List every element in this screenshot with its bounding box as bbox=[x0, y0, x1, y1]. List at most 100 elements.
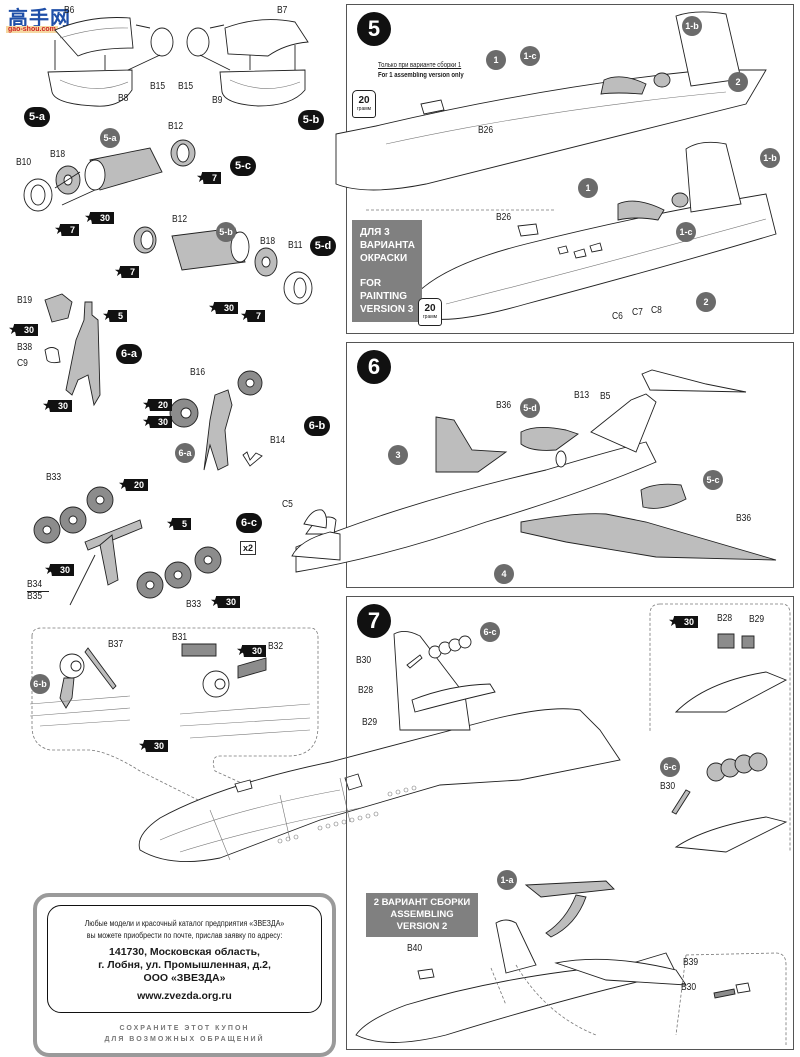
ref-badge-1: 1 bbox=[578, 178, 598, 198]
part-label-b19: B19 bbox=[17, 295, 33, 306]
hinge-c9 bbox=[44, 347, 61, 364]
note-line: ASSEMBLING VERSION 2 bbox=[390, 909, 454, 932]
watermark-title: 高手网 bbox=[8, 8, 71, 30]
fuselage-main-drawing bbox=[138, 708, 621, 862]
paint-code-badge: 7 bbox=[202, 172, 222, 184]
note-line: PAINTING bbox=[360, 291, 408, 302]
gear-door-b37 bbox=[84, 647, 117, 690]
window-c8 bbox=[589, 242, 603, 253]
paint-code-badge: 7 bbox=[120, 266, 140, 278]
door-b30-v2 bbox=[713, 988, 736, 999]
paint-code-badge: 30 bbox=[14, 324, 39, 336]
paint-code-badge: 5 bbox=[108, 310, 128, 322]
paint-code-badge: 5 bbox=[172, 518, 192, 530]
step-5-note-ru: Только при варианте сборки 1 bbox=[378, 62, 462, 69]
paint-code-badge: 30 bbox=[674, 616, 699, 628]
door-b28 bbox=[717, 633, 735, 649]
step-number-7: 7 bbox=[357, 604, 391, 638]
stabilizer-b5 bbox=[641, 369, 747, 393]
step-6-wing-assembly-drawing bbox=[295, 369, 777, 573]
door-b30 bbox=[406, 654, 423, 669]
step-number-6: 6 bbox=[357, 350, 391, 384]
ref-badge-5c: 5-c bbox=[703, 470, 723, 490]
paint-code-badge: 30 bbox=[50, 564, 75, 576]
glue-amount: 20 bbox=[358, 95, 370, 106]
paint-code-badge: 30 bbox=[148, 416, 173, 428]
step-7-panel bbox=[346, 596, 794, 1050]
apu-exhaust-1b bbox=[653, 72, 671, 88]
part-label-b12-5d: B12 bbox=[172, 214, 188, 225]
coupon-footer-1: СОХРАНИТЕ ЭТОТ КУПОН bbox=[119, 1025, 250, 1032]
engine-5c bbox=[640, 483, 687, 509]
gear-door-b19 bbox=[44, 293, 73, 323]
part-label-b26: B26 bbox=[478, 125, 494, 136]
step-7-tail-drawing bbox=[393, 631, 496, 731]
glue-jar-icon: 20 грамм bbox=[418, 298, 442, 326]
part-label-b40: B40 bbox=[407, 943, 423, 954]
paint-code-badge: 30 bbox=[216, 596, 241, 608]
nacelle-top-half-b6 bbox=[54, 17, 134, 57]
coupon-line-1: Любые модели и красочный каталог предпри… bbox=[84, 919, 285, 928]
nacelle-bottom-half-b9 bbox=[219, 69, 306, 107]
bogie-strut bbox=[99, 534, 119, 586]
ref-badge-6c: 6-c bbox=[480, 622, 500, 642]
part-label-b6: B6 bbox=[64, 5, 75, 16]
wing-3 bbox=[435, 416, 508, 473]
substep-badge-5b: 5-b bbox=[298, 110, 324, 130]
part-label-b29-inset: B29 bbox=[749, 614, 765, 625]
paint-code-badge: 30 bbox=[214, 302, 239, 314]
ref-badge-1b: 1-b bbox=[760, 148, 780, 168]
part-label-b10: B10 bbox=[16, 157, 32, 168]
door-b29 bbox=[741, 635, 755, 649]
coupon-website[interactable]: www.zvezda.org.ru bbox=[137, 990, 232, 1002]
part-label-b18-5d: B18 bbox=[260, 236, 276, 247]
watermark-subtitle: gao-shou.com bbox=[6, 26, 58, 33]
tail-cone-1c-lower bbox=[617, 200, 665, 221]
glue-unit: грамм bbox=[356, 106, 372, 112]
landing-gear-drawings bbox=[33, 293, 263, 606]
engine-nacelle-drawings bbox=[23, 17, 313, 305]
paint-code-badge: 20 bbox=[124, 479, 149, 491]
ref-badge-3: 3 bbox=[388, 445, 408, 465]
cabin-windows bbox=[277, 785, 417, 844]
part-label-b7: B7 bbox=[277, 5, 288, 16]
fraction-divider bbox=[27, 591, 49, 592]
paint-code-badge: 30 bbox=[242, 645, 267, 657]
glue-jar-icon: 20 грамм bbox=[352, 90, 376, 118]
substep-badge-6c: 6-c bbox=[236, 513, 262, 533]
paint-code-badge: 20 bbox=[148, 399, 173, 411]
coupon-footer: СОХРАНИТЕ ЭТОТ КУПОН ДЛЯ ВОЗМОЖНЫХ ОБРАЩ… bbox=[37, 1023, 332, 1045]
substep-badge-6b: 6-b bbox=[304, 416, 330, 436]
part-label-c5: C5 bbox=[282, 499, 293, 510]
cover-1a bbox=[524, 880, 615, 898]
gear-door-b32 bbox=[237, 657, 267, 679]
step-number-5: 5 bbox=[357, 12, 391, 46]
note-line: ДЛЯ 3 bbox=[360, 227, 390, 238]
part-label-b28: B28 bbox=[358, 685, 374, 696]
watermark-logo: 高手网 gao-shou.com bbox=[4, 2, 74, 36]
ref-badge-5b: 5-b bbox=[216, 222, 236, 242]
part-label-b37: B37 bbox=[108, 639, 124, 650]
part-label-c9: C9 bbox=[17, 358, 28, 369]
gear-door-b31 bbox=[181, 643, 217, 657]
ref-badge-5d: 5-d bbox=[520, 398, 540, 418]
bracket-b14 bbox=[242, 451, 263, 467]
paint-code-badge: 7 bbox=[60, 224, 80, 236]
part-label-b8: B8 bbox=[118, 93, 129, 104]
mail-order-coupon: Любые модели и красочный каталог предпри… bbox=[33, 893, 336, 1057]
part-label-b38: B38 bbox=[17, 342, 33, 353]
engine-5d bbox=[520, 427, 579, 451]
note-line: VERSION 3 bbox=[360, 304, 414, 315]
part-label-b15-b: B15 bbox=[178, 81, 194, 92]
hatch-b40 bbox=[417, 968, 435, 980]
part-label-b32: B32 bbox=[268, 641, 284, 652]
substep-badge-5c: 5-c bbox=[230, 156, 256, 176]
note-line: ВАРИАНТА bbox=[360, 240, 415, 251]
note-line: ОКРАСКИ bbox=[360, 253, 408, 264]
hatch-b39 bbox=[735, 982, 751, 994]
part-label-b31: B31 bbox=[172, 632, 188, 643]
part-label-b30-v2: B30 bbox=[681, 982, 697, 993]
substep-badge-5a: 5-a bbox=[24, 107, 50, 127]
part-label-c7: C7 bbox=[632, 307, 643, 318]
ref-badge-1b: 1-b bbox=[682, 16, 702, 36]
